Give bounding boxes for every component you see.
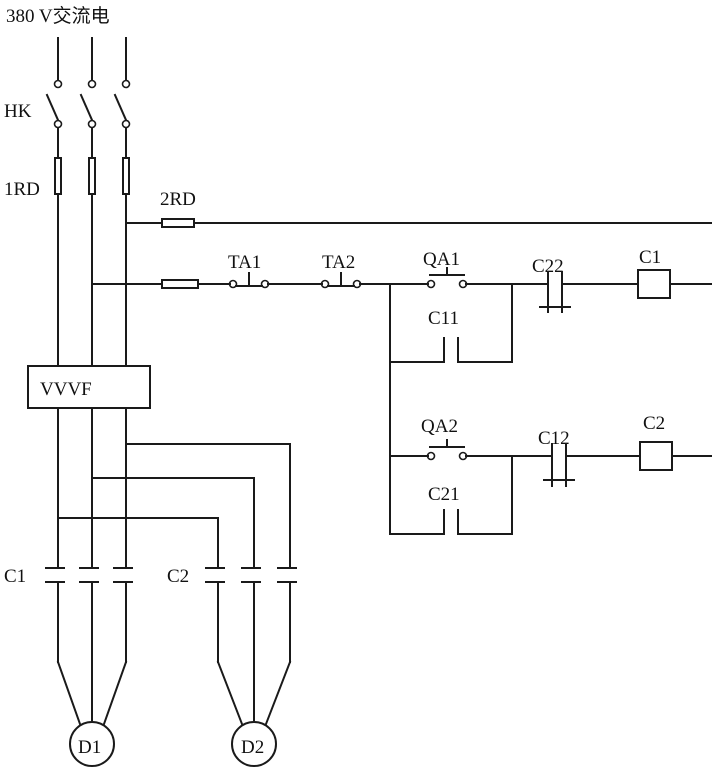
control-circuit — [91, 267, 712, 535]
contactor-c1-contacts — [45, 567, 133, 583]
qa1-button — [426, 267, 468, 289]
c22-contact — [539, 271, 571, 313]
label-c11: C11 — [428, 308, 459, 329]
label-coil-c2: C2 — [643, 413, 665, 434]
label-coil-c1: C1 — [639, 247, 661, 268]
label-hk: HK — [4, 101, 32, 122]
c12-contact — [543, 443, 575, 487]
vvvf-label: VVVF — [40, 379, 92, 400]
coil-c2 — [639, 441, 673, 471]
ta2-button — [320, 272, 362, 289]
label-qa2: QA2 — [421, 416, 458, 437]
ta1-button — [228, 272, 270, 289]
label-c21: C21 — [428, 484, 460, 505]
hk-switch — [45, 37, 131, 129]
fuse-1rd — [54, 127, 130, 195]
label-c12: C12 — [538, 428, 570, 449]
label-1rd: 1RD — [4, 179, 40, 200]
label-2rd: 2RD — [160, 189, 196, 210]
fuse-2rd-branch — [125, 218, 712, 228]
supply-title: 380 V交流电 — [6, 5, 110, 27]
control-fuse — [161, 279, 199, 289]
vvvf-box — [27, 365, 151, 409]
label-motor-d1: D1 — [78, 737, 101, 758]
motor-d1 — [69, 721, 115, 767]
contactor-c2-contacts — [205, 567, 297, 583]
qa2-button — [426, 439, 468, 461]
power-lines-upper — [57, 193, 127, 367]
motor-d1-feed — [56, 581, 128, 726]
label-contact-c1: C1 — [4, 566, 26, 587]
label-motor-d2: D2 — [241, 737, 264, 758]
label-ta1: TA1 — [228, 252, 261, 273]
motor-d2 — [231, 721, 277, 767]
coil-c1 — [637, 269, 671, 299]
label-ta2: TA2 — [322, 252, 355, 273]
label-c22: C22 — [532, 256, 564, 277]
label-qa1: QA1 — [423, 249, 460, 270]
power-lines-lower — [57, 407, 291, 569]
label-contact-c2: C2 — [167, 566, 189, 587]
motor-d2-feed — [216, 581, 292, 726]
